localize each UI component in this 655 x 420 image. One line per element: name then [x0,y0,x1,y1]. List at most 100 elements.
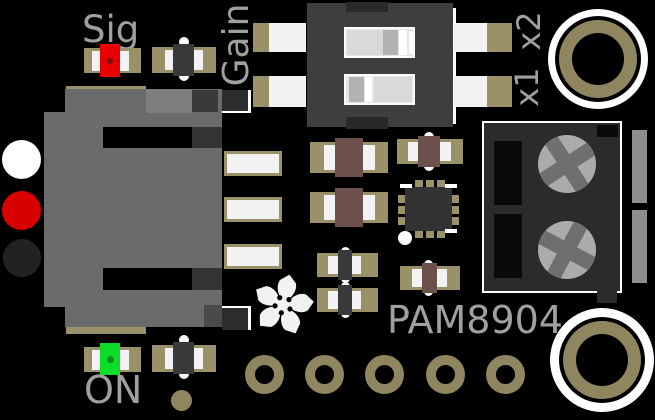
switch-pad [253,23,269,52]
audio-jack-bottom-notch [204,305,222,327]
on-led-end [92,350,101,370]
through-hole [426,355,465,394]
on-led-end [120,350,129,370]
smd-end [165,348,174,369]
smd-end [412,269,422,287]
jack-pad-strip-bottom [66,326,146,334]
jack-slot-bottom-end [192,268,222,290]
sig-led-end [92,51,101,71]
audio-jack-top-face [146,89,192,113]
through-hole [486,355,525,394]
solder-bump [179,71,189,81]
switch-pad [269,76,306,107]
jack-pin-pad [224,197,282,222]
red-wire-dot [2,191,41,230]
terminal-slot [494,214,522,278]
ic-corner-mark [400,184,412,188]
sig-led-dot [107,58,113,64]
terminal-slot [494,141,522,205]
smd-end [437,269,447,287]
switch-pad [269,23,306,52]
smd-end [408,142,418,161]
chip-label: PAM8904 [387,298,563,342]
switch-tab [346,117,388,129]
jack-slot-top [103,127,192,148]
smd-cap-body [422,263,437,293]
through-hole [365,355,404,394]
on-label: ON [84,368,143,412]
switch-knob-2 [349,77,364,102]
switch-knob-1-stripe [399,30,407,55]
via [171,390,192,411]
smd-end [324,195,336,220]
smd-end [165,50,174,70]
smd-end [363,195,375,220]
ic-chip-body [405,187,452,231]
through-hole [245,355,284,394]
switch-pad [454,23,487,52]
ic-pin [415,230,423,238]
x2-label: x2 [510,11,548,51]
black-wire-dot [3,239,41,277]
jack-tab-top [222,90,251,113]
capacitor-body [335,188,363,227]
smd-end [328,291,338,309]
smd-cap-small-body [418,136,440,167]
jack-pin-pad [224,151,282,176]
smd-resistor-top-body [173,44,194,76]
on-led-dot [107,356,114,363]
audio-jack-body [65,89,222,327]
terminal-screw-top [538,135,596,193]
audio-jack-step [44,112,66,307]
ic-pin [415,180,423,188]
smd-end [351,291,361,309]
white-wire-dot [2,140,41,179]
sig-led-end [120,51,129,71]
through-hole [305,355,344,394]
smd-end [363,145,375,170]
gain-switch-body [307,3,453,127]
jack-pin-pad [224,244,282,269]
switch-pad [253,76,269,107]
switch-tab [346,2,388,12]
ic-pin [398,206,406,214]
switch-pad [487,23,512,52]
ic-pin [451,217,459,225]
switch-pad [487,76,512,107]
smd-end [351,256,361,274]
ic-pin [437,180,445,188]
smd-end [194,348,203,369]
smd-end [440,142,451,161]
mounting-hole-center [572,33,624,85]
solder-bump [179,369,189,379]
ic-pin [426,230,434,238]
smd-resistor-body [338,285,352,315]
ic-pin [398,217,406,225]
solder-bump [179,335,189,345]
audio-jack-top-notch [192,90,218,112]
smd-end [194,50,203,70]
ic-pin [398,195,406,203]
terminal-notch-top [597,125,618,137]
switch-slider-track-2-shade [374,77,412,102]
ic-corner-mark [445,184,457,188]
terminal-contact [632,210,647,283]
smd-resistor-bottom-body [173,342,194,374]
ic-pin [426,180,434,188]
ic-pin [437,230,445,238]
adafruit-flower-logo [256,274,314,334]
ic-pin1-dot [398,231,412,245]
smd-resistor-body [338,250,352,280]
switch-knob-1 [383,30,398,55]
terminal-tab-bottom [597,291,617,303]
jack-tab-bottom [222,306,251,330]
smd-end [328,256,338,274]
switch-slider-track-1-shade [347,30,383,55]
terminal-screw-bottom [538,221,596,279]
ic-pin [451,195,459,203]
switch-outline [453,8,456,124]
switch-pad [454,76,487,107]
capacitor-body [335,138,363,177]
ic-pin [451,206,459,214]
